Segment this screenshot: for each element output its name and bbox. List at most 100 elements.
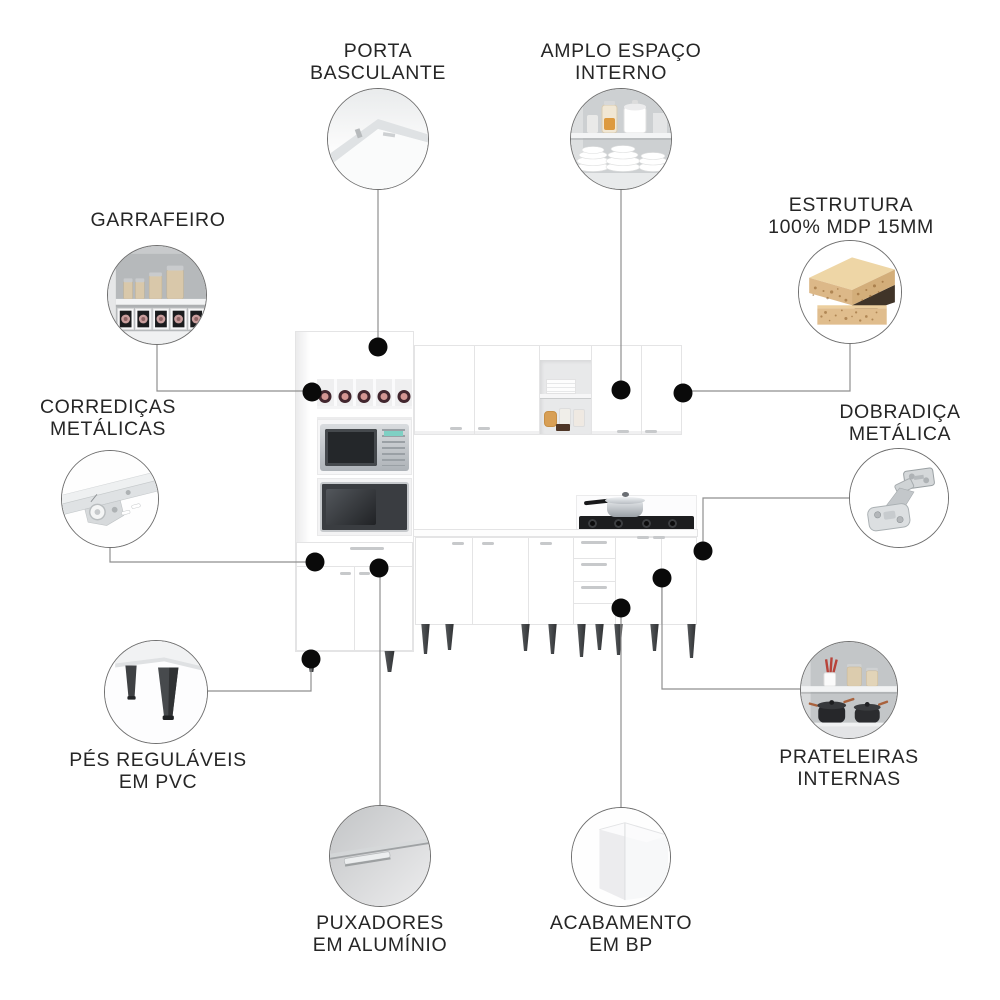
niche-shelf [540,394,591,398]
cabinet-leg [577,624,586,657]
label-line: PORTA [343,40,413,62]
tower-drawer-handle [350,547,384,550]
wall-cabinet-seam [591,346,592,434]
second-microwave-window [326,489,376,525]
wine-rack-cell [353,379,373,406]
cabinet-leg [595,624,604,650]
anchor-dot-dobradica [693,541,713,561]
cake [556,424,570,431]
wine-rack-cell [333,379,354,406]
wall-cabinet-handle [450,427,462,430]
anchor-dot-acabamento [611,598,631,618]
wall-cabinet-seam [641,346,642,434]
connector-dobradica [702,497,849,551]
anchor-dot-prateleiras [652,568,672,588]
callout-label-pes: PÉS REGULÁVEIS EM PVC [69,749,247,793]
cabinet-leg [384,651,395,672]
callout-circle-prateleiras [800,641,898,739]
label-line: METÁLICA [848,422,952,445]
label-line: PÉS REGULÁVEIS [69,749,247,771]
callout-label-puxadores: PUXADORES EM ALUMÍNIO [312,912,448,956]
metal-hinge-icon [850,449,948,547]
wall-cabinet-handle [617,430,629,433]
base-cabinet-seam [573,538,574,624]
callout-label-acabamento: ACABAMENTO EM BP [550,912,692,956]
base-door-handle [637,536,649,539]
label-line: BASCULANTE [309,61,447,84]
connector-corredicas [109,548,315,563]
callout-circle-amplo-espaco [570,88,672,190]
cabinet-leg [421,624,430,654]
label-line: GARRAFEIRO [90,209,226,231]
cabinet-leg [521,624,530,651]
wine-bottle [318,390,332,403]
anchor-dot-amplo-espaco [611,380,631,400]
label-line: INTERNO [575,61,667,84]
label-line: AMPLO ESPAÇO [540,40,702,62]
wall-cabinet-seam [474,346,475,434]
cabinet-leg [445,624,454,650]
wine-bottle [357,390,371,403]
tower-door-seam [354,567,355,650]
label-line: EM BP [589,933,653,956]
label-line: DOBRADIÇA [839,401,961,423]
wine-rack-cell [392,379,412,406]
microwave-display [384,431,403,436]
stacked-dishes [546,379,576,394]
drawer-seam [574,558,615,559]
wine-rack [317,379,412,409]
callout-circle-garrafeiro [107,245,207,345]
label-line: METÁLICAS [50,417,166,440]
base-door-handle [540,542,552,545]
callout-label-amplo-espaco: AMPLO ESPAÇO INTERNO [540,40,702,84]
base-door-handle [482,542,494,545]
anchor-dot-puxadores [369,558,389,578]
anchor-dot-garrafeiro [302,382,322,402]
cooktop-burner [588,519,597,528]
label-line: ESTRUTURA [788,194,914,216]
microwave-control-panel [382,429,405,466]
label-line: CORREDIÇAS [39,396,177,418]
wine-bottle [377,390,391,403]
internal-shelves-icon [801,642,897,738]
anchor-dot-corredicas [305,552,325,572]
callout-circle-corredicas [61,450,159,548]
connector-estrutura [684,344,851,392]
callout-label-porta-basculante: PORTA BASCULANTE [309,40,447,84]
label-line: INTERNAS [797,767,901,790]
callout-label-corredicas: CORREDIÇAS METÁLICAS [39,396,177,440]
callout-circle-estrutura [798,240,902,344]
callout-label-garrafeiro: GARRAFEIRO [90,209,226,232]
pot [607,501,643,517]
wine-bottle [338,390,352,403]
callout-label-estrutura: ESTRUTURA 100% MDP 15MM [768,194,934,238]
drawer-handle [581,563,607,566]
countertop [413,529,698,537]
base-door-handle [653,536,665,539]
aluminum-handle-icon [330,806,430,906]
cooktop-burner [668,519,677,528]
drawer-handle [581,586,607,589]
label-line: EM ALUMÍNIO [312,933,448,956]
pot-lid [605,497,645,504]
microwave-window [325,429,377,466]
callout-label-dobradica: DOBRADIÇA METÁLICA [839,401,961,445]
anchor-dot-estrutura [673,383,693,403]
anchor-dot-porta-basculante [368,337,388,357]
base-cabinets [415,537,697,625]
cabinet-leg [548,624,557,654]
wall-cabinet-handle [478,427,490,430]
glass-jar [573,409,585,427]
label-line: PUXADORES [316,912,444,934]
wall-cabinet-seam [539,346,540,434]
drawer-handle [581,541,607,544]
connector-garrafeiro [156,345,312,392]
cookie-jar [544,411,557,427]
tower-shelf [317,409,412,419]
connector-prateleiras [661,578,800,690]
pot-lid-knob [622,492,629,497]
mdp-wood-boards-icon [799,241,901,343]
label-line: 100% MDP 15MM [768,215,934,238]
callout-circle-pes [104,640,208,744]
